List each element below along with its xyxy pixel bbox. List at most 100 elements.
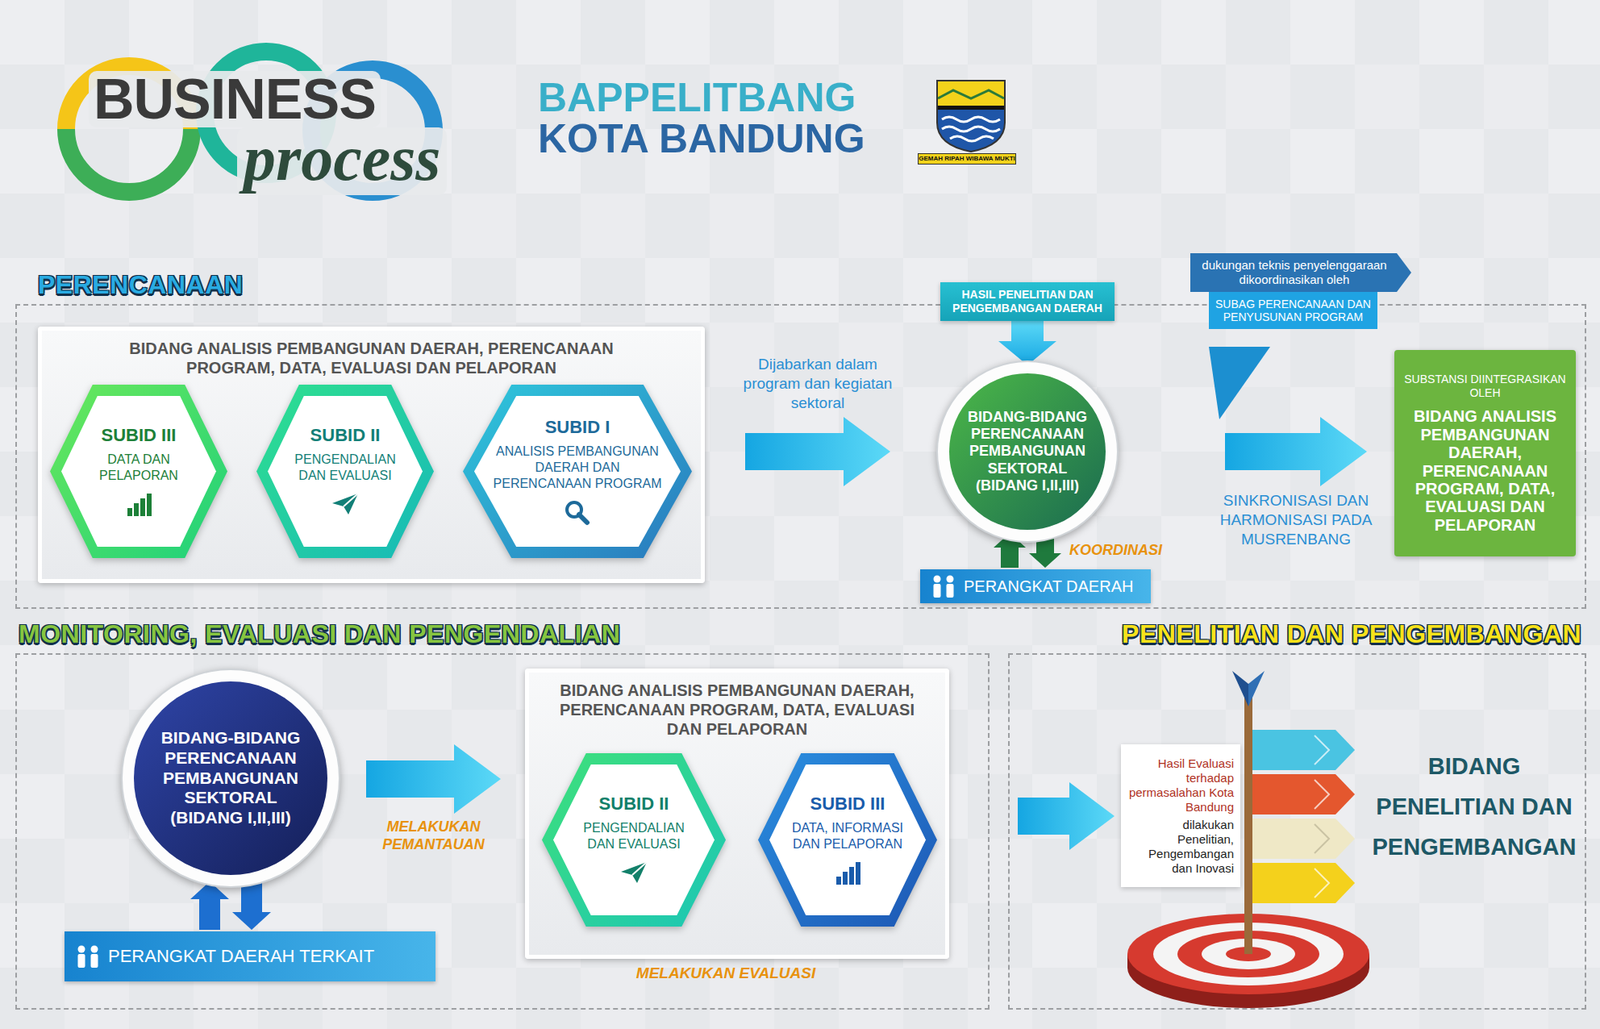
source-box: HASIL PENELITIAN DAN PENGEMBANGAN DAERAH bbox=[940, 282, 1115, 321]
search-icon bbox=[561, 498, 594, 526]
target-illustration bbox=[1252, 862, 1355, 904]
person-body bbox=[91, 954, 99, 968]
circle-ring bbox=[121, 669, 340, 888]
target-illustration bbox=[1314, 824, 1330, 854]
dashed-region: PENELITIAN DAN PENGEMBANGANHasil Evaluas… bbox=[1008, 653, 1587, 1010]
edge-label: KOORDINASI bbox=[1069, 541, 1191, 560]
arrow-shape bbox=[1225, 416, 1367, 487]
dashed-region: PERENCANAANBIDANG ANALISIS PEMBANGUNAN D… bbox=[15, 304, 1587, 609]
city-emblem bbox=[937, 90, 1005, 99]
hexagon-outer bbox=[462, 384, 692, 559]
hex-content: SUBID III DATA, INFORMASI DAN PELAPORAN bbox=[787, 766, 909, 914]
arrow-shape bbox=[232, 881, 271, 930]
hexagon-inner bbox=[474, 395, 681, 547]
target-illustration bbox=[1232, 670, 1249, 707]
person-head bbox=[91, 945, 99, 954]
section-heading: PERENCANAAN bbox=[37, 271, 243, 298]
edge-label: SINKRONISASI DAN HARMONISASI PADA MUSREN… bbox=[1203, 491, 1389, 549]
text-stack: SUBID IANALISIS PEMBANGUNAN DAERAH DAN P… bbox=[491, 416, 663, 525]
target-illustration bbox=[1244, 685, 1253, 955]
target-illustration bbox=[1252, 729, 1355, 771]
block-arrow bbox=[998, 320, 1057, 366]
handle bbox=[579, 514, 588, 523]
box-text: PERANGKAT DAERAH TERKAIT bbox=[108, 945, 375, 967]
arrow-shape bbox=[190, 881, 230, 930]
hexagon-box: SUBID IIPENGENDALIAN DAN EVALUASI bbox=[256, 384, 434, 559]
hex-content: SUBID IIPENGENDALIAN DAN EVALUASI bbox=[285, 397, 405, 546]
target-illustration bbox=[1314, 779, 1330, 809]
block-arrow bbox=[366, 744, 501, 814]
hexagon-inner bbox=[553, 764, 715, 916]
plane-icon bbox=[617, 858, 650, 887]
bar bbox=[127, 508, 133, 517]
text-stack: BIDANG-BIDANG PERENCANAAN PEMBANGUNAN SE… bbox=[154, 728, 307, 829]
box-text: PERANGKAT DAERAH bbox=[963, 577, 1134, 596]
target-illustration bbox=[1252, 774, 1355, 815]
plane-shape bbox=[332, 493, 359, 515]
section-heading: MONITORING, EVALUASI DAN PENGENDALIAN bbox=[18, 620, 621, 647]
action-note: MELAKUKAN EVALUASI bbox=[612, 964, 839, 984]
circle-content: BIDANG-BIDANG PERENCANAAN PEMBANGUNAN SE… bbox=[154, 700, 307, 857]
target-illustration bbox=[1314, 868, 1330, 898]
unit-code: SUBID II bbox=[570, 793, 697, 815]
unit-name: DATA DAN PELAPORAN bbox=[79, 451, 199, 484]
plane-fold bbox=[343, 493, 359, 507]
unit-code: SUBID III bbox=[787, 793, 909, 815]
note-body: dilakukan Penelitian, Pengembangan dan I… bbox=[1127, 817, 1234, 876]
logo-word: BUSINESS bbox=[88, 70, 381, 128]
box-text: BIDANG ANALISIS PEMBANGUNAN DAERAH, PERE… bbox=[1404, 407, 1567, 534]
unit-name: DATA, INFORMASI DAN PELAPORAN bbox=[787, 820, 909, 853]
city-emblem bbox=[937, 80, 1005, 152]
person-head bbox=[78, 945, 86, 954]
target-illustration bbox=[1248, 670, 1265, 707]
note-text: Hasil Evaluasi terhadap permasalahan Kot… bbox=[1127, 756, 1234, 815]
callout-tail bbox=[1208, 346, 1271, 420]
bars-icon bbox=[122, 490, 155, 518]
city-emblem bbox=[937, 80, 1005, 152]
logo-script: process bbox=[237, 127, 447, 196]
box-caption: SUBSTANSI DIINTEGRASIKAN OLEH bbox=[1404, 372, 1567, 400]
bar bbox=[842, 871, 848, 885]
unit-name: BIDANG-BIDANG PERENCANAAN PEMBANGUNAN SE… bbox=[966, 408, 1089, 495]
person-head bbox=[933, 575, 942, 584]
callout-box: dukungan teknis penyelenggaraan dikoordi… bbox=[1190, 253, 1412, 330]
logo-rings bbox=[66, 129, 192, 192]
target-illustration bbox=[1252, 818, 1355, 859]
callout-ribbon: dukungan teknis penyelenggaraan dikoordi… bbox=[1190, 253, 1412, 292]
city-emblem bbox=[937, 105, 1005, 110]
edge-label: Dijabarkan dalam program dan kegiatan se… bbox=[737, 354, 899, 413]
block-arrow bbox=[1225, 416, 1367, 487]
panel-heading: BIDANG ANALISIS PEMBANGUNAN DAERAH, PERE… bbox=[41, 330, 701, 378]
person-icon bbox=[929, 574, 958, 599]
city-emblem bbox=[941, 126, 1000, 132]
city-emblem bbox=[937, 81, 1005, 106]
unit-name: BIDANG PENELITIAN DAN PENGEMBANGAN bbox=[1364, 745, 1584, 867]
block-arrow bbox=[190, 881, 271, 930]
arrow-shape bbox=[745, 416, 891, 487]
hexagon-outer bbox=[541, 753, 726, 927]
arrow-shape bbox=[998, 320, 1057, 366]
hexagon-outer bbox=[758, 753, 938, 927]
text-stack: SUBID III DATA, INFORMASI DAN PELAPORAN bbox=[787, 793, 909, 886]
section-heading: PENELITIAN DAN PENGEMBANGAN bbox=[1121, 620, 1582, 647]
bar bbox=[836, 876, 842, 885]
person-icon bbox=[74, 944, 102, 969]
unit-panel: BIDANG ANALISIS PEMBANGUNAN DAERAH, PERE… bbox=[37, 326, 705, 584]
block-arrow bbox=[1017, 782, 1115, 850]
circle-content: BIDANG-BIDANG PERENCANAAN PEMBANGUNAN SE… bbox=[966, 387, 1089, 517]
plane-icon bbox=[329, 490, 362, 518]
hexagon-box: SUBID IIPENGENDALIAN DAN EVALUASI bbox=[541, 753, 726, 927]
person-body bbox=[946, 583, 955, 598]
hexagon-inner bbox=[61, 395, 217, 547]
plane-shape bbox=[620, 862, 647, 884]
hex-content: SUBID IANALISIS PEMBANGUNAN DAERAH DAN P… bbox=[491, 397, 663, 546]
page-title: BAPPELITBANG KOTA BANDUNG bbox=[537, 77, 893, 160]
edge-label: MELAKUKAN PEMANTAUAN bbox=[365, 818, 503, 854]
unit-name: BIDANG-BIDANG PERENCANAAN PEMBANGUNAN SE… bbox=[154, 728, 307, 829]
plane-fold bbox=[632, 862, 647, 875]
arrow-shape bbox=[366, 744, 501, 814]
person-body bbox=[933, 583, 942, 598]
text-stack: BIDANG-BIDANG PERENCANAAN PEMBANGUNAN SE… bbox=[966, 408, 1089, 495]
circle-fill bbox=[133, 681, 328, 875]
